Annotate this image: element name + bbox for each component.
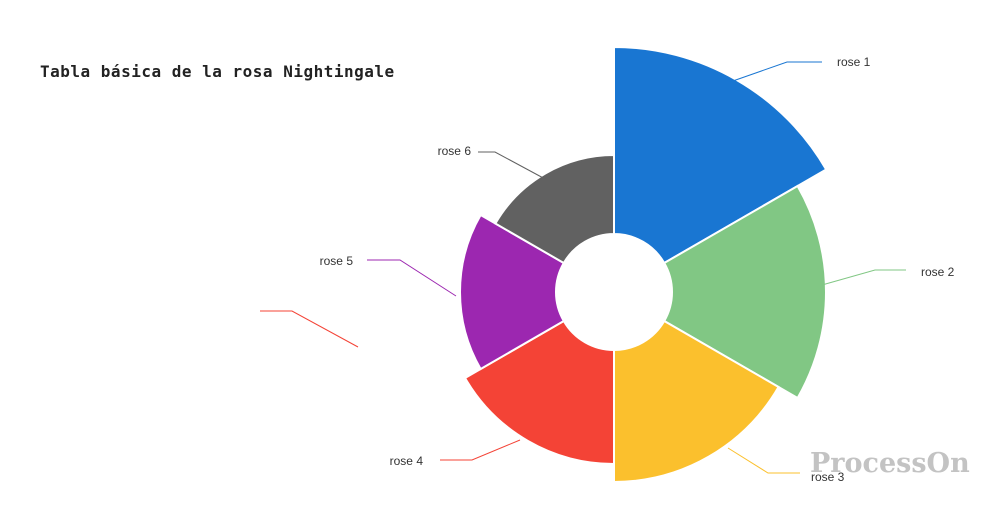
label-line-rose-3 <box>727 447 800 474</box>
slice-label-rose-5: rose 5 <box>320 254 354 268</box>
rose-slice-rose-6[interactable] <box>493 153 615 265</box>
label-line-rose-4 <box>440 439 521 461</box>
label-line-rose-1 <box>729 61 822 83</box>
label-line-unlabeled <box>260 310 359 348</box>
processon-watermark: ProcessOn <box>810 448 970 479</box>
slice-label-rose-6: rose 6 <box>438 144 472 158</box>
label-line-rose-2 <box>821 269 906 286</box>
slice-label-rose-4: rose 4 <box>390 454 424 468</box>
chart-title: Tabla básica de la rosa Nightingale <box>40 62 395 81</box>
rose-slice-rose-3[interactable] <box>613 319 780 484</box>
label-line-rose-6 <box>478 151 548 181</box>
slice-label-rose-1: rose 1 <box>837 55 871 69</box>
slice-label-rose-2: rose 2 <box>921 265 955 279</box>
rose-slice-rose-1[interactable] <box>613 45 828 265</box>
slice-label-rose-3: rose 3 <box>811 470 845 484</box>
rose-slice-rose-2[interactable] <box>662 184 827 400</box>
label-line-rose-5 <box>367 259 457 297</box>
rose-slice-rose-5[interactable] <box>459 213 566 371</box>
